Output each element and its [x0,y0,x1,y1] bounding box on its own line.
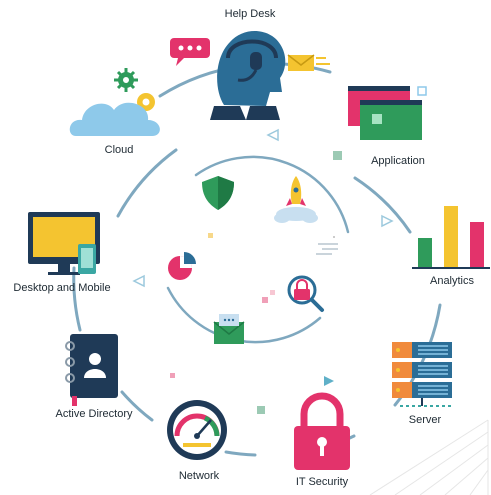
it-security-label: IT Security [295,476,349,488]
headset-agent-icon [210,30,286,120]
chat-bubble-icon [170,38,210,66]
cloud-gears-icon [69,68,160,136]
server-rack-icon [392,342,452,407]
desktop-monitor-icon [28,212,100,275]
network-node [167,400,227,460]
pie-chart-icon [168,252,196,280]
application-label: Application [371,155,425,167]
magnifier-lock-icon [287,275,324,312]
inbox-envelope-icon [213,314,245,344]
desktop-mobile-node [28,212,100,275]
it-security-node [294,392,350,470]
bar-chart-icon [412,206,490,269]
desktop-mobile-label: Desktop and Mobile [13,282,111,294]
cloud-label: Cloud [104,144,134,156]
decor-squares [170,151,342,414]
help-desk-node [170,30,330,120]
inner-ring [166,155,350,344]
text-lines-decor [316,243,338,255]
server-node [392,342,452,407]
corner-decoration [369,419,489,495]
speedometer-icon [167,400,227,460]
analytics-label: Analytics [429,275,475,287]
app-windows-icon [348,86,427,140]
server-label: Server [408,414,442,426]
help-desk-label: Help Desk [224,8,276,20]
network-label: Network [178,470,220,482]
address-book-icon [65,334,118,406]
active-directory-label: Active Directory [55,408,133,420]
envelope-icon [287,54,330,71]
active-directory-node [65,334,118,406]
ring-arrows [132,128,394,386]
rocket-icon [274,176,318,223]
shield-icon [202,176,234,210]
analytics-node [412,206,490,269]
application-node [348,86,427,140]
padlock-icon [294,392,350,470]
cloud-node [69,68,160,136]
